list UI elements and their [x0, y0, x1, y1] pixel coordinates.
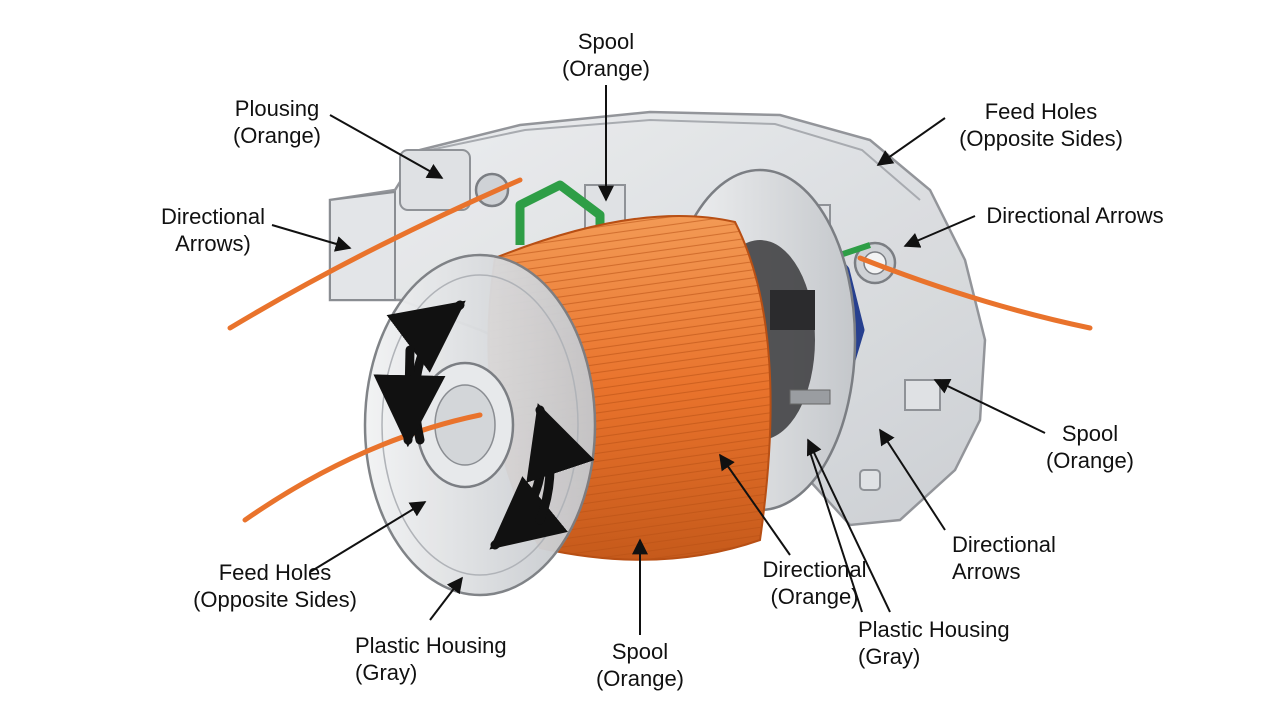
label-plastic-housing-right: Plastic Housing (Gray)	[858, 616, 1033, 670]
label-spool-bottom-line2: (Orange)	[595, 666, 685, 691]
label-spool-right-line1: Spool	[1061, 421, 1119, 446]
label-directional-arrows-bottom-line1: Directional	[952, 532, 1056, 557]
leader-feed-holes-top	[876, 117, 946, 166]
label-feed-holes-bottom-line1: Feed Holes	[218, 560, 332, 585]
label-plousing: Plousing (Orange)	[222, 95, 332, 149]
label-directional-arrows-bottom: Directional Arrows	[952, 531, 1077, 585]
label-feed-holes-top-line1: Feed Holes	[984, 99, 1098, 124]
leader-plastic-housing-right	[806, 438, 891, 613]
line-end-right	[857, 255, 1093, 331]
label-plastic-housing-right-line1: Plastic Housing	[858, 617, 1010, 642]
label-plastic-housing-left-line2: (Gray)	[355, 660, 418, 685]
label-plastic-housing-left-line1: Plastic Housing	[355, 633, 507, 658]
label-spool-top-line2: (Orange)	[561, 56, 651, 81]
leader-spool-right	[933, 379, 1046, 434]
label-spool-right-line2: (Orange)	[1045, 448, 1135, 473]
housing-rim	[429, 118, 921, 201]
label-plastic-housing-left: Plastic Housing (Gray)	[355, 632, 525, 686]
label-plastic-housing-right-line2: (Gray)	[858, 644, 921, 669]
leader-directional-arrows-left	[271, 224, 352, 252]
leader-directional-arrows-right	[903, 215, 976, 248]
label-spool-top-line1: Spool	[577, 29, 635, 54]
label-directional-arrows-left-line1: Directional	[161, 204, 265, 229]
label-directional-orange-line1: Directional	[762, 557, 867, 582]
label-plousing-line2: (Orange)	[232, 123, 322, 148]
leader-directional-arrows-bottom	[879, 428, 946, 531]
housing-left-tab	[329, 190, 396, 301]
leader-lines	[271, 85, 1046, 635]
label-spool-right: Spool (Orange)	[1035, 420, 1145, 474]
label-directional-arrows-left-line2: Arrows)	[175, 231, 251, 256]
label-feed-holes-bottom: Feed Holes (Opposite Sides)	[180, 559, 370, 613]
label-directional-orange: Directional (Orange)	[752, 556, 877, 610]
label-plousing-line1: Plousing	[234, 96, 320, 121]
label-spool-bottom: Spool (Orange)	[585, 638, 695, 692]
line-end-lower-left	[242, 412, 483, 523]
line-end-upper-left	[227, 177, 523, 331]
leader-directional-orange	[719, 453, 791, 556]
label-directional-orange-line2: (Orange)	[770, 584, 859, 609]
directional-arrows	[373, 300, 595, 550]
label-feed-holes-bottom-line2: (Opposite Sides)	[193, 587, 357, 612]
label-feed-holes-top: Feed Holes (Opposite Sides)	[946, 98, 1136, 152]
leader-feed-holes-bottom	[309, 501, 427, 573]
label-spool-top: Spool (Orange)	[553, 28, 659, 82]
label-directional-arrows-right: Directional Arrows	[975, 202, 1175, 229]
label-directional-arrows-left: Directional Arrows)	[148, 203, 278, 257]
label-spool-bottom-line1: Spool	[611, 639, 669, 664]
label-feed-holes-top-line2: (Opposite Sides)	[959, 126, 1123, 151]
label-directional-arrows-bottom-line2: Arrows	[952, 559, 1021, 584]
label-directional-arrows-right-line1: Directional Arrows	[986, 203, 1164, 228]
leader-plousing	[329, 114, 444, 179]
leader-plastic-housing-left	[429, 576, 463, 621]
